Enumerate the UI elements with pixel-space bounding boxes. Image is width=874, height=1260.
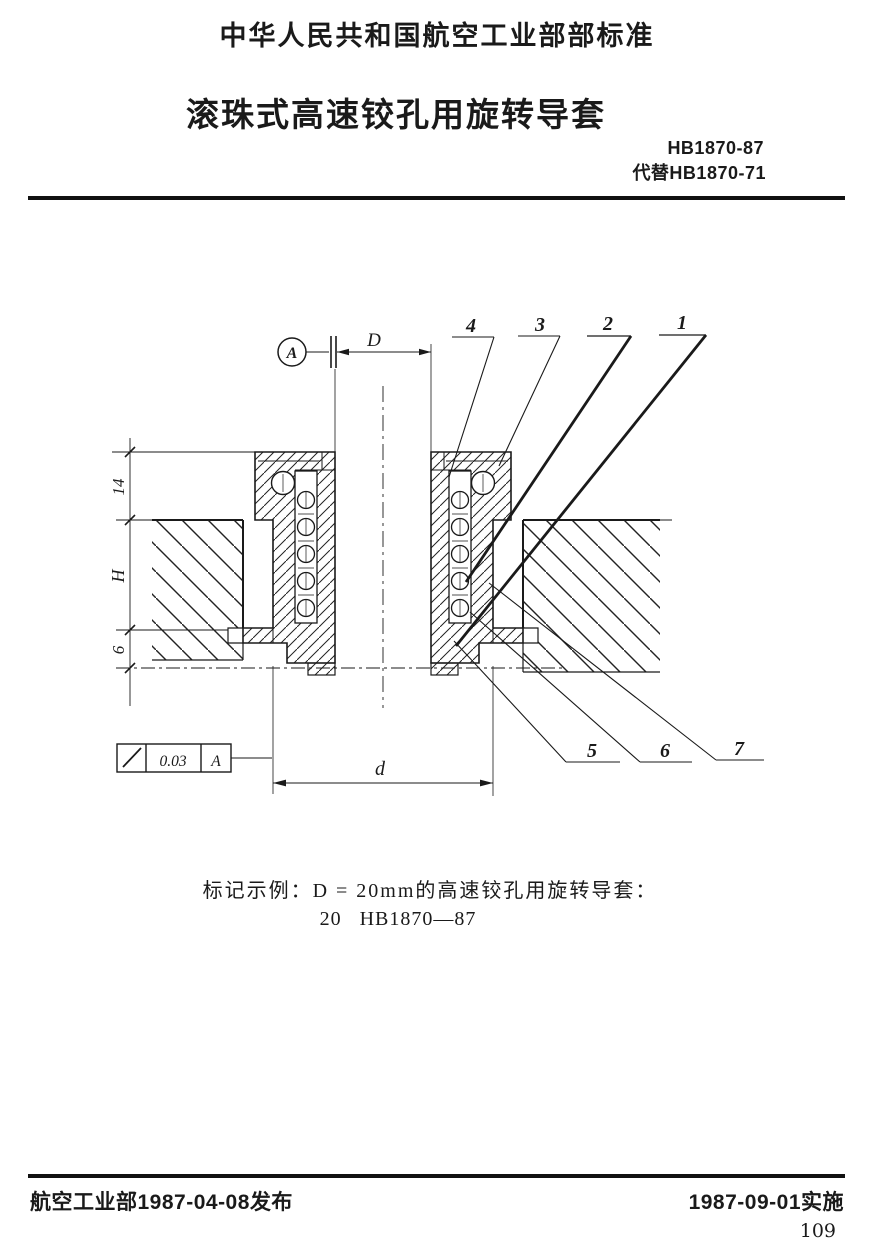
ball-bearing-channel-left <box>270 470 318 624</box>
tolerance-frame: 0.03 A <box>116 743 272 773</box>
part-label-2: 2 <box>602 313 613 335</box>
dim-plate-height: H <box>108 569 128 584</box>
dim-flange-height: 14 <box>109 478 128 496</box>
part-callouts <box>448 334 764 763</box>
ball-bearing-channel-right <box>448 470 496 624</box>
runout-slash-icon <box>122 747 142 768</box>
marking-example-line2: 20 HB1870—87 <box>319 908 477 930</box>
dim-bore-label: D <box>366 330 381 351</box>
datum-label: A <box>286 345 298 362</box>
dim-tail-height: 6 <box>109 645 128 654</box>
header-rule <box>28 196 845 200</box>
dimension-left-stack: 14 H 6 <box>108 438 136 706</box>
centerline <box>112 386 674 708</box>
dim-outer-label: d <box>375 758 386 780</box>
part-label-7: 7 <box>734 738 745 760</box>
part-label-1: 1 <box>677 312 687 334</box>
standard-number: HB1870-87 <box>667 138 764 158</box>
ball-icon <box>450 490 470 618</box>
tolerance-datum: A <box>210 753 221 770</box>
jig-plate-right-section <box>522 519 660 673</box>
tolerance-value: 0.03 <box>159 753 186 770</box>
dimension-outer-d: d <box>272 666 494 796</box>
marking-example-line1: 标记示例：D = 20mm的高速铰孔用旋转导套： <box>202 880 658 902</box>
footer-issued-date: 航空工业部1987-04-08发布 <box>30 1191 293 1214</box>
ball-icon <box>296 490 316 618</box>
footer-effective-date: 1987-09-01实施 <box>688 1191 844 1214</box>
page-number: 109 <box>799 1220 836 1242</box>
part-label-5: 5 <box>587 740 597 762</box>
part-label-4: 4 <box>465 315 476 337</box>
jig-plate-left-section <box>152 519 244 661</box>
footer-rule <box>28 1174 845 1178</box>
part-numbers: 4 3 2 1 5 6 7 <box>465 312 745 762</box>
part-label-6: 6 <box>660 740 670 762</box>
part-label-3: 3 <box>534 314 545 336</box>
dimension-bore-D: A D <box>277 330 432 452</box>
standard-replaces: 代替HB1870-71 <box>632 163 766 183</box>
page-title: 滚珠式高速铰孔用旋转导套 <box>186 96 606 133</box>
ministry-standard-header: 中华人民共和国航空工业部部标准 <box>219 21 655 51</box>
